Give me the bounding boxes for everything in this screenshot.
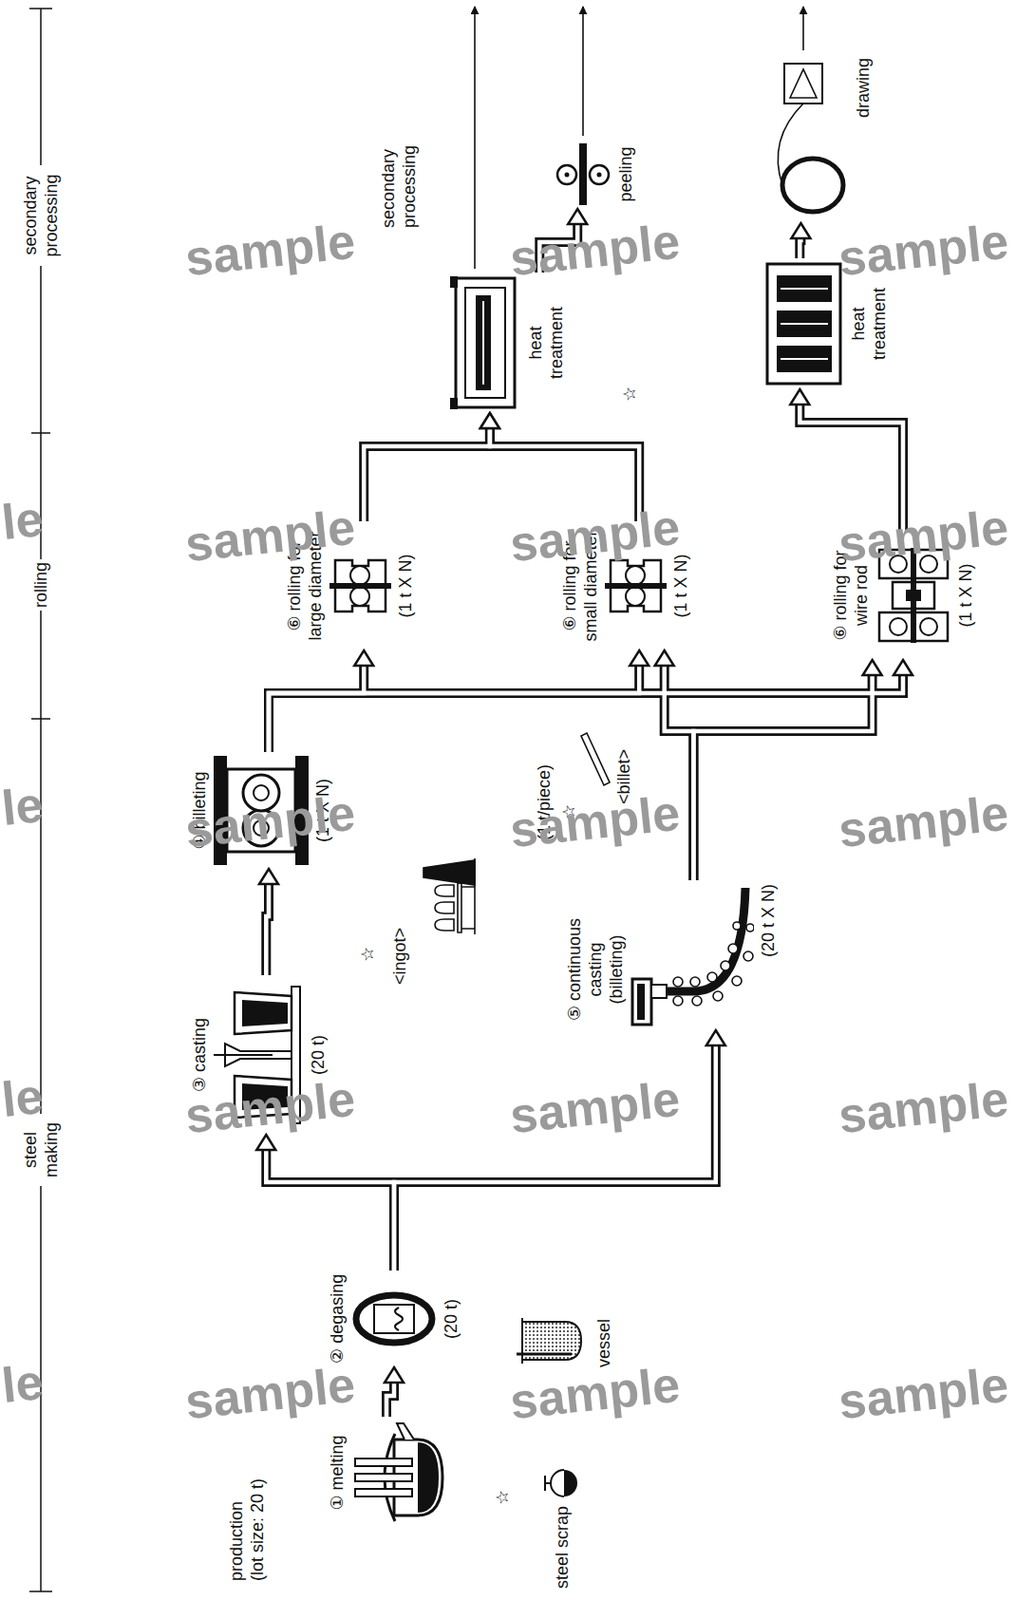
step-label: (1 t X N) — [955, 564, 977, 628]
lot-size-note: production (lot size: 20 t) — [225, 1475, 268, 1581]
flow-arrow — [799, 238, 801, 259]
arrow-head — [863, 659, 883, 676]
step-label: (20 t) — [307, 1035, 329, 1075]
rolling-stand-icon — [329, 552, 392, 620]
step-label: steel scrap — [551, 1505, 573, 1589]
star-mark: ☆ — [491, 1489, 513, 1506]
step-label: (20 t) — [440, 1298, 462, 1339]
arrow-head — [384, 1367, 404, 1383]
star-mark: ☆ — [357, 946, 378, 962]
watermark: sample — [835, 498, 1012, 573]
output-label: secondary processing — [377, 132, 420, 228]
flow-arrow — [386, 1382, 395, 1417]
step-label: ① melting — [326, 1434, 348, 1510]
stage-label: rolling — [30, 559, 52, 611]
watermark: sample — [507, 212, 683, 287]
rolling-stand-icon — [604, 552, 667, 620]
watermark: sample — [835, 1355, 1012, 1431]
watermark: sample — [507, 1070, 683, 1145]
flow-arrow — [363, 428, 490, 522]
flow-arrow — [265, 884, 269, 976]
step-label: ② degasing — [326, 1274, 348, 1364]
flow-arrow — [268, 665, 364, 753]
watermark: sample — [507, 498, 683, 573]
flow-arrow — [268, 675, 904, 753]
watermark: sample — [182, 498, 358, 573]
step-label: heat treatment — [847, 281, 890, 367]
star-mark: ☆ — [619, 386, 640, 402]
flow-arrow — [265, 884, 269, 976]
flow-arrow — [265, 1149, 395, 1271]
arrow-head — [259, 868, 279, 885]
arrow-head — [655, 650, 675, 666]
process-step: peeling — [550, 139, 640, 209]
process-step: drawing — [759, 54, 878, 224]
arrow-head — [790, 389, 810, 405]
flow-arrow — [268, 665, 640, 753]
watermark: sample — [182, 212, 358, 287]
process-step: ⑤ continuous casting (billeting) (20 t X… — [560, 880, 783, 1031]
watermark: sample — [182, 1355, 358, 1431]
arrow-head — [256, 1134, 276, 1150]
watermark: sample — [835, 784, 1012, 859]
step-label: heat treatment — [525, 300, 567, 386]
flow-arrow — [394, 1045, 716, 1271]
peeling-icon — [554, 143, 612, 206]
arrow-head — [480, 413, 500, 429]
furnace-icon — [763, 262, 845, 386]
arrow-head — [354, 650, 374, 666]
flow-arrow — [386, 1382, 395, 1417]
part-label: vessel — [593, 1318, 615, 1368]
vessel-icon — [516, 1317, 582, 1364]
watermark: sample — [182, 784, 358, 859]
watermark: le — [0, 775, 46, 837]
furnace-icon — [450, 276, 522, 410]
flow-arrow — [268, 665, 640, 753]
process-step: ① melting — [322, 1416, 451, 1529]
step-label: (1 t X N) — [670, 554, 692, 619]
scrap-icon — [543, 1464, 582, 1503]
flow-arrow — [799, 238, 801, 259]
step-label: ⑤ continuous casting (billeting) — [564, 912, 627, 1027]
step-label: ③ casting — [188, 1017, 210, 1092]
watermark: le — [0, 1353, 46, 1414]
step-label: (1 t X N) — [395, 554, 416, 619]
process-step: ② degasing (20 t) — [322, 1270, 466, 1368]
flow-arrow — [268, 665, 364, 753]
watermark: sample — [182, 1070, 358, 1145]
continuous-caster-icon — [630, 884, 754, 1027]
flow-arrow — [664, 665, 695, 881]
step-label: drawing — [852, 57, 874, 118]
watermark: le — [0, 489, 46, 551]
ladle-icon — [351, 1290, 437, 1348]
arrow-head — [480, 413, 500, 429]
flow-arrow — [394, 1045, 716, 1271]
flow-arrow — [265, 1149, 395, 1271]
watermark: sample — [507, 784, 683, 859]
process-step: heat treatment — [446, 272, 571, 414]
step-label: (20 t X N) — [757, 884, 779, 958]
watermark: sample — [835, 1070, 1012, 1145]
arrow-head — [629, 650, 649, 666]
billet-icon — [581, 733, 610, 786]
watermark: sample — [507, 1355, 683, 1431]
process-step: steel scrap — [539, 1460, 585, 1593]
flow-arrow — [363, 428, 490, 522]
part-label: <ingot> — [389, 927, 411, 985]
ingot-icon — [423, 858, 475, 935]
drawing-icon — [763, 57, 849, 220]
arrow-head — [706, 1030, 726, 1046]
furnace-icon — [351, 1420, 447, 1525]
step-label: peeling — [615, 146, 637, 202]
arrow-head — [893, 659, 913, 676]
watermark: le — [0, 1067, 46, 1129]
arrow-head — [790, 223, 810, 239]
stage-label: secondary processing — [19, 165, 62, 266]
watermark: sample — [835, 212, 1012, 287]
